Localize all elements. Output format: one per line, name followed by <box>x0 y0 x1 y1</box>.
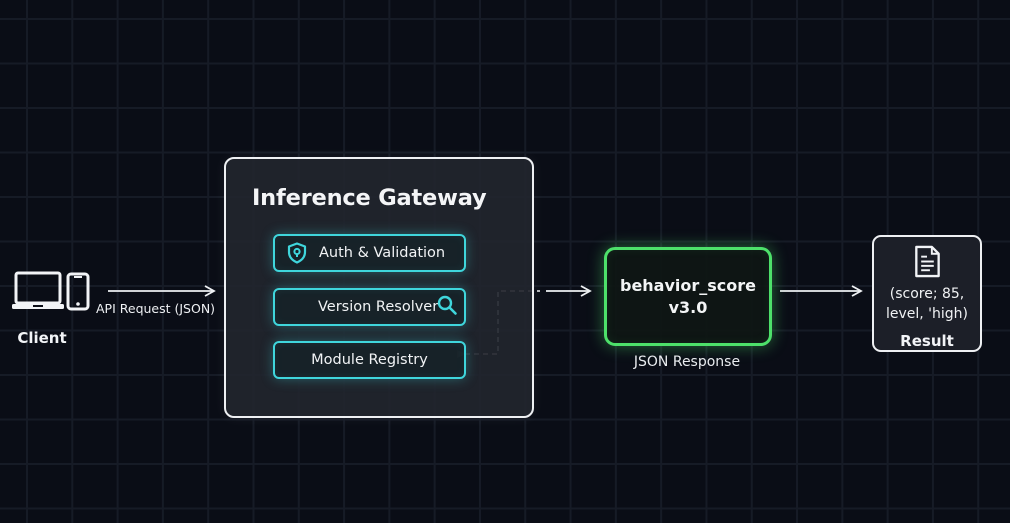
search-icon <box>438 295 458 315</box>
json-response-label: JSON Response <box>633 354 741 370</box>
result-box[interactable]: (score; 85, level, 'high) Result <box>872 235 982 352</box>
result-payload-line-2: level, 'high) <box>885 306 969 322</box>
behavior-score-model-box[interactable]: behavior_score v3.0 <box>604 247 772 346</box>
module-registry[interactable]: Module Registry <box>273 341 466 379</box>
module-version-label: Version Resolver <box>318 299 439 315</box>
smartphone-icon <box>66 272 90 311</box>
result-payload-line-1: (score; 85, <box>889 286 965 302</box>
module-version-resolver[interactable]: Version Resolver <box>273 288 466 326</box>
shield-icon <box>287 242 307 264</box>
model-version: v3.0 <box>668 297 708 317</box>
client-icons <box>12 271 92 311</box>
model-name: behavior_score <box>619 275 757 295</box>
module-auth-validation[interactable]: Auth & Validation <box>273 234 466 272</box>
module-registry-label: Module Registry <box>311 352 428 368</box>
document-icon <box>915 245 940 278</box>
result-payload: (score; 85, level, 'high) <box>886 284 968 324</box>
laptop-icon <box>12 271 64 309</box>
client-label: Client <box>17 329 67 347</box>
module-auth-label: Auth & Validation <box>319 245 446 261</box>
gateway-title: Inference Gateway <box>252 185 487 211</box>
api-request-label: API Request (JSON) <box>96 301 216 316</box>
result-label: Result <box>900 332 954 350</box>
